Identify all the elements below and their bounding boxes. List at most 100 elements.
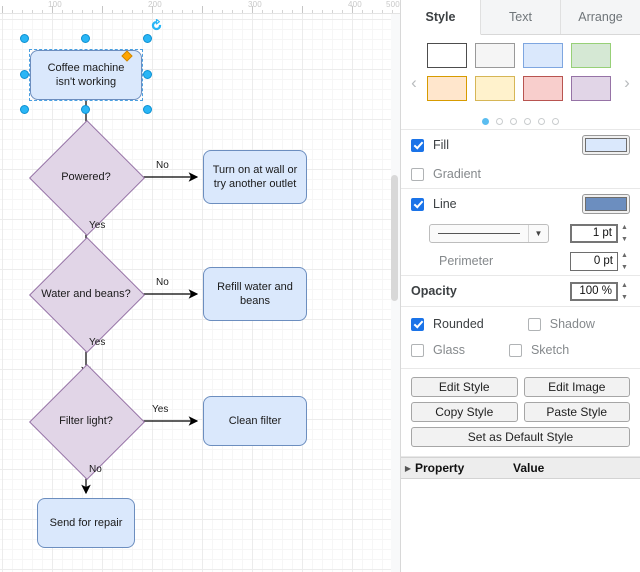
opacity-stepper[interactable]: 100 % ▲▼: [570, 281, 630, 301]
style-swatch[interactable]: [427, 43, 467, 68]
style-swatch[interactable]: [571, 76, 611, 101]
sketch-checkbox[interactable]: [508, 343, 522, 357]
style-page-dot[interactable]: [496, 118, 503, 125]
resize-handle-w[interactable]: [20, 70, 29, 79]
tab-text[interactable]: Text: [481, 0, 561, 34]
ruler-tick: [352, 6, 353, 13]
edge-label-no-water: No: [156, 277, 169, 288]
resize-handle-n[interactable]: [81, 34, 90, 43]
ruler-tick: [322, 10, 323, 13]
property-column-header: Property: [415, 461, 465, 475]
resize-handle-se[interactable]: [143, 105, 152, 114]
ruler-tick: [52, 6, 53, 13]
style-page-dot[interactable]: [552, 118, 559, 125]
style-swatch[interactable]: [475, 76, 515, 101]
ruler-tick: [42, 10, 43, 13]
format-tabs: Style Text Arrange: [401, 0, 640, 35]
options-row-1: Rounded Shadow: [401, 311, 640, 337]
node-filter-light[interactable]: Filter light?: [29, 364, 145, 480]
node-refill-water[interactable]: Refill water and beans: [203, 267, 307, 321]
line-width-stepper[interactable]: 1 pt ▲▼: [570, 223, 630, 243]
resize-handle-nw[interactable]: [20, 34, 29, 43]
style-actions-row-3: Set as Default Style: [411, 427, 630, 447]
shadow-checkbox[interactable]: [527, 317, 541, 331]
edge-label-yes-water: Yes: [89, 337, 106, 348]
paste-style-button[interactable]: Paste Style: [523, 402, 630, 422]
canvas-vertical-scrollbar[interactable]: [391, 175, 398, 301]
expander-icon[interactable]: ▶: [404, 463, 412, 473]
ruler-tick: [202, 6, 203, 13]
ruler-tick: [312, 10, 313, 13]
node-clean-filter[interactable]: Clean filter: [203, 396, 307, 446]
ruler-label: 500: [386, 0, 400, 9]
line-width-spinner[interactable]: ▲▼: [621, 223, 628, 243]
line-style-select[interactable]: ▼: [429, 223, 549, 243]
style-pagination: [401, 118, 640, 125]
style-swatch[interactable]: [523, 76, 563, 101]
perimeter-spinner[interactable]: ▲▼: [621, 251, 628, 271]
line-width-input[interactable]: 1 pt: [570, 223, 618, 243]
line-checkbox[interactable]: [411, 197, 424, 211]
opacity-input[interactable]: 100 %: [570, 281, 618, 301]
ruler-tick: [332, 10, 333, 13]
ruler-tick: [132, 10, 133, 13]
ruler-tick: [112, 10, 113, 13]
style-swatch[interactable]: [475, 43, 515, 68]
ruler-tick: [282, 10, 283, 13]
gradient-row: Gradient: [401, 160, 640, 188]
options-row-2: Glass Sketch: [401, 337, 640, 363]
prev-styles-icon[interactable]: ‹: [411, 73, 417, 92]
node-label: Filter light?: [59, 415, 113, 427]
line-style-row: ▼ 1 pt ▲▼: [401, 219, 640, 247]
fill-checkbox[interactable]: [411, 138, 424, 152]
perimeter-label: Perimeter: [439, 254, 494, 268]
opacity-spinner[interactable]: ▲▼: [621, 281, 628, 301]
line-color-button[interactable]: [582, 194, 630, 214]
ruler-label: 100: [48, 0, 62, 9]
edit-style-button[interactable]: Edit Style: [411, 377, 518, 397]
value-column-header: Value: [513, 461, 545, 475]
node-label: Turn on at wall or try another outlet: [212, 164, 298, 190]
style-page-dot[interactable]: [510, 118, 517, 125]
glass-checkbox[interactable]: [411, 343, 424, 357]
ruler-tick: [102, 6, 103, 13]
copy-style-button[interactable]: Copy Style: [411, 402, 518, 422]
set-default-style-button[interactable]: Set as Default Style: [411, 427, 630, 447]
line-row: Line: [401, 189, 640, 219]
resize-handle-e[interactable]: [143, 70, 152, 79]
ruler-tick: [392, 10, 393, 13]
node-water-and-beans[interactable]: Water and beans?: [29, 237, 145, 353]
style-swatch[interactable]: [571, 43, 611, 68]
node-send-for-repair[interactable]: Send for repair: [37, 498, 135, 548]
ruler-tick: [2, 6, 3, 13]
ruler-label: 300: [248, 0, 262, 9]
fill-color-button[interactable]: [582, 135, 630, 155]
fill-section: Fill Gradient: [401, 130, 640, 189]
tab-arrange[interactable]: Arrange: [561, 0, 640, 34]
rotate-icon[interactable]: [150, 19, 163, 32]
resize-handle-s[interactable]: [81, 105, 90, 114]
ruler-tick: [142, 10, 143, 13]
edit-image-button[interactable]: Edit Image: [523, 377, 630, 397]
node-turn-on-outlet[interactable]: Turn on at wall or try another outlet: [203, 150, 307, 204]
style-page-dot[interactable]: [482, 118, 489, 125]
perimeter-input[interactable]: 0 pt: [570, 251, 618, 271]
rounded-checkbox[interactable]: [411, 317, 424, 331]
gradient-checkbox[interactable]: [411, 167, 424, 181]
chevron-down-icon[interactable]: ▼: [528, 224, 548, 242]
tab-style[interactable]: Style: [401, 0, 481, 35]
perimeter-stepper[interactable]: 0 pt ▲▼: [570, 251, 630, 271]
node-powered[interactable]: Powered?: [29, 120, 145, 236]
resize-handle-ne[interactable]: [143, 34, 152, 43]
style-swatch[interactable]: [523, 43, 563, 68]
next-styles-icon[interactable]: ›: [624, 73, 630, 92]
ruler-label: 400: [348, 0, 362, 9]
style-page-dot[interactable]: [538, 118, 545, 125]
node-label: Powered?: [61, 171, 111, 183]
fill-label: Fill: [433, 138, 449, 152]
resize-handle-sw[interactable]: [20, 105, 29, 114]
style-swatch[interactable]: [427, 76, 467, 101]
style-page-dot[interactable]: [524, 118, 531, 125]
line-label: Line: [433, 197, 457, 211]
